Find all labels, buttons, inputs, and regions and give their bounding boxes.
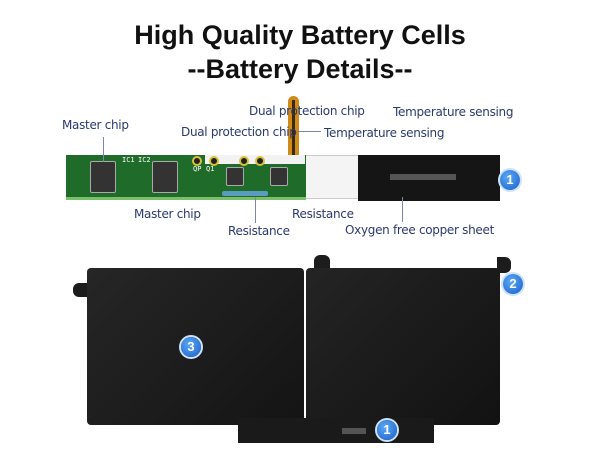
badge-pcb: 1: [500, 170, 520, 190]
label-master-chip-top: Master chip: [62, 118, 129, 132]
resistor: [222, 191, 268, 196]
leader-line: [103, 137, 104, 162]
battery-tab-right: [497, 257, 511, 273]
flex-trace: [292, 100, 295, 156]
pcb-white-section: [306, 155, 366, 199]
pad: [209, 156, 219, 166]
silk-ic2: IC2: [138, 156, 151, 164]
leader-line: [297, 131, 321, 132]
label-resistance-left: Resistance: [228, 224, 290, 238]
label-dual-protection-mid: Dual protection chip: [181, 125, 297, 139]
master-chip-2: [152, 161, 178, 193]
badge-cells: 3: [181, 337, 201, 357]
label-resistance-right: Resistance: [292, 207, 354, 221]
battery-connector: [238, 418, 434, 443]
title-line-1: High Quality Battery Cells: [134, 20, 466, 50]
badge-bottom: 1: [377, 420, 397, 440]
connector-port: [342, 428, 366, 434]
label-copper-sheet: Oxygen free copper sheet: [345, 223, 494, 237]
silk-q1: Q1: [206, 165, 215, 173]
label-dual-protection-top: Dual protection chip: [249, 104, 365, 118]
master-chip-1: [90, 161, 116, 193]
label-temperature-mid: Temperature sensing: [324, 126, 445, 140]
battery-cell-right: [306, 268, 500, 425]
pad: [255, 156, 265, 166]
leader-line: [402, 197, 403, 222]
label-temperature-top: Temperature sensing: [393, 105, 514, 119]
battery-tab-left: [73, 283, 89, 297]
silk-qp: QP: [193, 165, 202, 173]
label-master-chip-bottom: Master chip: [134, 207, 201, 221]
leader-line: [255, 197, 256, 223]
title-line-2: --Battery Details--: [187, 54, 413, 84]
pad: [239, 156, 249, 166]
battery-tab-top: [314, 255, 330, 269]
copper-sheet: [390, 174, 456, 180]
protection-chip-2: [270, 167, 288, 186]
protection-chip-1: [226, 167, 244, 186]
silk-ic1: IC1: [122, 156, 135, 164]
badge-connector: 2: [503, 274, 523, 294]
pad: [192, 156, 202, 166]
